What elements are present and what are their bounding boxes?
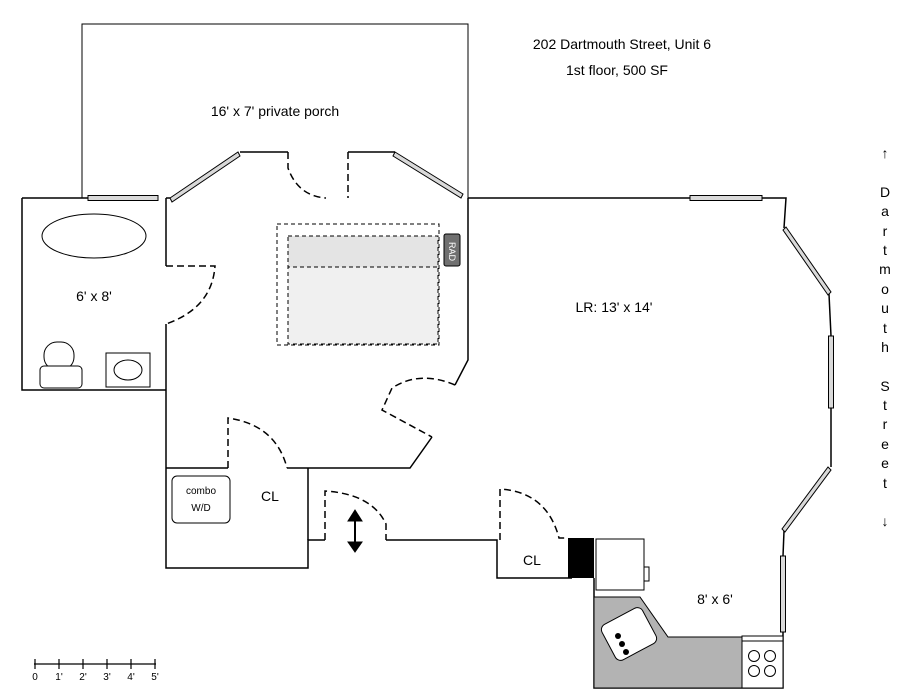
refrigerator xyxy=(595,538,650,591)
kitchen-label: 8' x 6' xyxy=(697,591,733,607)
street-letter: e xyxy=(881,435,889,452)
radiator-label: RAD xyxy=(447,242,457,262)
street-letter: t xyxy=(883,241,887,258)
closet-right-label: CL xyxy=(523,552,541,568)
sink xyxy=(105,352,151,388)
wd-label-line1: combo xyxy=(185,486,217,497)
washer-dryer xyxy=(171,475,231,524)
doors xyxy=(165,152,568,540)
closet-left-label: CL xyxy=(261,488,279,504)
scale-tick-label: 2' xyxy=(79,672,87,683)
street-name: ↑ D a r t m o u t h S t r e e t ↓ xyxy=(878,144,892,532)
scale-tick-label: 3' xyxy=(103,672,111,683)
porch-label: 16' x 7' private porch xyxy=(210,103,340,119)
windows xyxy=(87,151,834,633)
bathroom-label: 6' x 8' xyxy=(76,288,112,304)
street-letter: u xyxy=(881,300,889,317)
double-arrow xyxy=(347,509,363,553)
radiator xyxy=(443,233,461,267)
kitchen-sink xyxy=(600,607,658,661)
street-letter: t xyxy=(883,397,887,414)
black-block xyxy=(568,538,594,578)
scale-tick-label: 5' xyxy=(151,672,159,683)
street-letter: t xyxy=(883,319,887,336)
window-bay-1 xyxy=(782,226,832,296)
street-letter: t xyxy=(883,474,887,491)
address-line-1: 202 Dartmouth Street, Unit 6 xyxy=(532,36,712,52)
window-lr-top xyxy=(689,195,763,201)
stove xyxy=(741,635,784,689)
street-letter: D xyxy=(879,183,891,200)
walls xyxy=(21,151,784,689)
window-kitchen xyxy=(780,555,786,633)
toilet xyxy=(39,341,83,389)
address-line-2: 1st floor, 500 SF xyxy=(566,62,668,78)
street-arrow-down: ↓ xyxy=(881,513,889,530)
street-letter: r xyxy=(882,416,888,433)
window-porch-right xyxy=(392,151,464,199)
bathtub xyxy=(41,213,147,259)
street-letter: a xyxy=(881,203,889,220)
window-porch-left xyxy=(169,151,241,203)
wd-label-line2: W/D xyxy=(191,503,211,514)
street-letter: h xyxy=(881,338,889,355)
scale-tick-label: 4' xyxy=(127,672,135,683)
street-arrow-up: ↑ xyxy=(881,145,889,161)
street-letter: e xyxy=(881,455,889,472)
window-bay-2 xyxy=(828,335,834,409)
scale-bar xyxy=(34,659,156,669)
bay-walls xyxy=(762,197,832,557)
window-bay-3 xyxy=(781,466,832,533)
street-letter: r xyxy=(882,222,888,239)
scale-tick-label: 0 xyxy=(32,672,38,683)
window-bath xyxy=(87,195,159,201)
street-letter: S xyxy=(880,377,890,394)
living-room-label: LR: 13' x 14' xyxy=(575,299,653,315)
scale-tick-label: 1' xyxy=(55,672,63,683)
street-letter: o xyxy=(881,280,889,297)
porch-outline xyxy=(81,23,469,198)
bed xyxy=(276,223,440,346)
street-letter: m xyxy=(879,261,891,278)
